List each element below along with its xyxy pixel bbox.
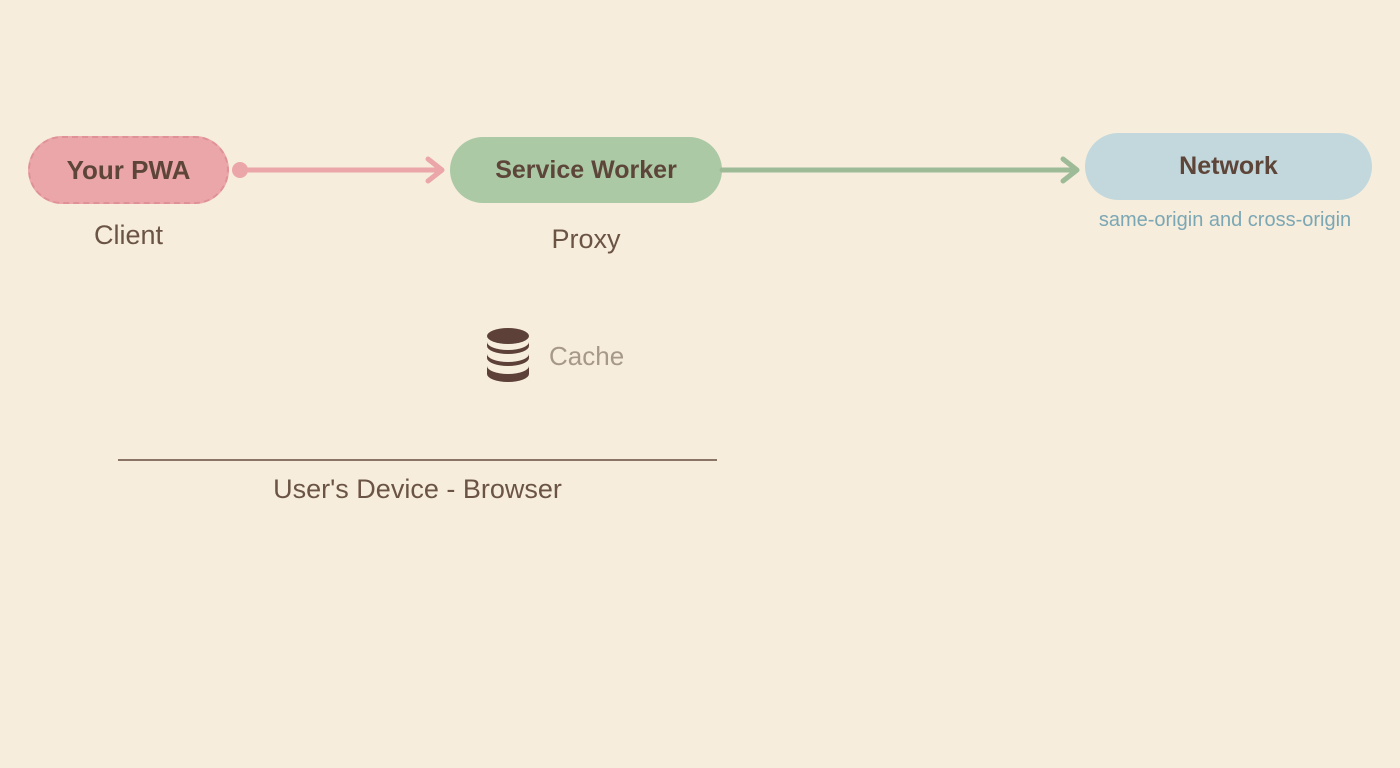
device-boundary-line (118, 459, 717, 461)
proxy-label: Proxy (551, 224, 621, 254)
pwa-node-label: Your PWA (66, 154, 191, 185)
arrow-service-worker-to-network (719, 156, 1080, 184)
network-scope-label: same-origin and cross-origin (1098, 209, 1352, 231)
cache-label: Cache (549, 340, 625, 371)
service-worker-node: Service Worker (450, 137, 722, 203)
arrow-start-dot (232, 162, 248, 178)
database-icon-discs (487, 328, 529, 382)
pwa-node: Your PWA (28, 136, 229, 204)
arrow-head-icon (425, 156, 445, 184)
client-label: Client (93, 220, 164, 250)
arrow-head-icon (1060, 156, 1080, 184)
network-node-label: Network (1179, 152, 1278, 180)
cache-group: Cache (485, 328, 624, 384)
database-icon (487, 328, 529, 382)
service-worker-node-label: Service Worker (495, 155, 677, 184)
arrow-pwa-to-service-worker (232, 156, 445, 184)
network-node: Network (1085, 133, 1372, 200)
device-label: User's Device - Browser (273, 474, 562, 504)
